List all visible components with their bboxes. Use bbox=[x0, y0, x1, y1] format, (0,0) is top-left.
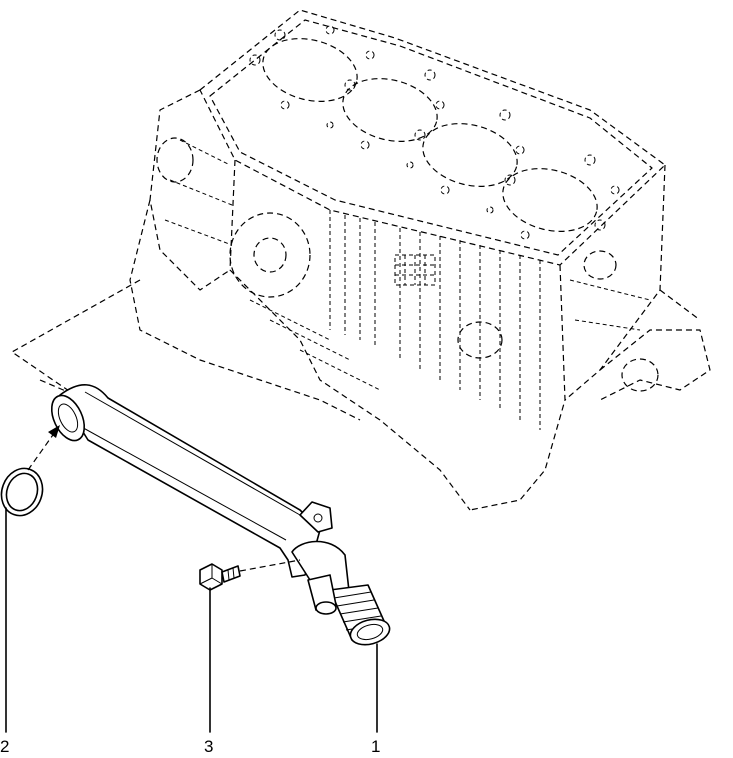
callout-leaders bbox=[5, 507, 378, 733]
engine-block-phantom bbox=[129, 9, 711, 511]
coolant-pipe bbox=[50, 384, 391, 646]
callout-label-1: 1 bbox=[371, 737, 380, 756]
o-ring-seal bbox=[0, 425, 60, 517]
callout-label-2: 2 bbox=[0, 737, 9, 756]
assembly-guide-line bbox=[11, 279, 141, 396]
callout-label-3: 3 bbox=[204, 737, 213, 756]
bolt bbox=[199, 559, 301, 591]
pipe-corrugated-outlet bbox=[329, 584, 391, 646]
